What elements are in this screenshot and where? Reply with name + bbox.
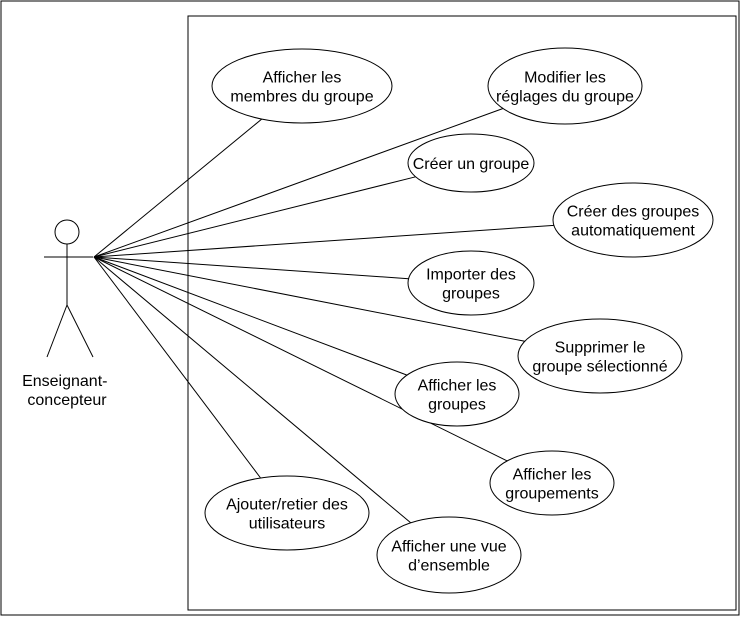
- use-case-label-line: Importer des: [426, 267, 516, 284]
- use-case-label-line: Supprimer le: [555, 340, 646, 357]
- use-case-label: Supprimer le groupe sélectionné: [532, 340, 667, 376]
- stick-figure-actor-icon: [44, 219, 94, 358]
- use-case-label-line: groupe sélectionné: [532, 359, 667, 376]
- use-case-label-line: automatiquement: [571, 223, 695, 240]
- use-case-label-line: réglages du groupe: [496, 89, 634, 106]
- use-case-label-line: Modifier les: [524, 70, 606, 87]
- association-line-modifier-reglages: [93, 108, 504, 258]
- use-case-ellipse: [517, 318, 683, 394]
- association-line-creer-groupe: [93, 176, 416, 258]
- use-case-ellipse: [487, 47, 643, 125]
- use-case-label-line: d’ensemble: [408, 558, 490, 575]
- use-case-label-line: Créer des groupes: [567, 204, 700, 221]
- association-line-creer-auto: [93, 224, 554, 258]
- use-case-label-line: membres du groupe: [230, 89, 373, 106]
- actor-right-leg: [66, 304, 94, 358]
- use-case-ellipse: [211, 48, 393, 124]
- use-case-label: Créer un groupe: [413, 156, 530, 173]
- association-lines: [93, 108, 554, 524]
- use-case-label-line: Afficher les: [513, 467, 592, 484]
- use-case-ellipse: [407, 133, 535, 193]
- use-case-label-line: groupes: [428, 397, 486, 414]
- use-case-modifier-reglages: Modifier les réglages du groupe: [487, 47, 643, 125]
- use-case-creer-groupe: Créer un groupe: [407, 133, 535, 193]
- use-case-label: Ajouter/retier des utilisateurs: [226, 497, 348, 533]
- use-case-label-line: Afficher les: [263, 70, 342, 87]
- actor: Enseignant- concepteur: [22, 219, 112, 409]
- association-line-importer: [93, 256, 409, 280]
- use-case-label: Créer des groupes automatiquement: [567, 204, 700, 240]
- actor-left-leg: [46, 304, 68, 358]
- use-case-ellipse: [394, 361, 520, 427]
- use-case-creer-auto: Créer des groupes automatiquement: [552, 182, 714, 258]
- use-case-label-line: groupes: [442, 286, 500, 303]
- use-case-afficher-groupements: Afficher les groupements: [489, 450, 615, 516]
- use-case-ellipse: [407, 250, 535, 316]
- association-line-afficher-membres: [93, 118, 263, 258]
- use-cases: Afficher les membres du groupe Modifier le…: [204, 47, 714, 594]
- use-case-afficher-groupes: Afficher les groupes: [394, 361, 520, 427]
- use-case-label: Afficher les groupes: [418, 378, 497, 414]
- actor-name-line: concepteur: [27, 392, 107, 409]
- use-case-ellipse: [376, 516, 522, 594]
- use-case-ajouter-retirer: Ajouter/retier des utilisateurs: [204, 475, 370, 551]
- association-line-afficher-groupements: [93, 256, 508, 462]
- association-line-afficher-groupes: [93, 256, 408, 376]
- use-case-label-line: Ajouter/retier des: [226, 497, 348, 514]
- use-case-label: Modifier les réglages du groupe: [496, 70, 634, 106]
- use-case-ellipse: [552, 182, 714, 258]
- use-case-label-line: Afficher les: [418, 378, 497, 395]
- use-case-label: Afficher les groupements: [505, 467, 598, 503]
- use-case-ellipse: [489, 450, 615, 516]
- use-case-ellipse: [204, 475, 370, 551]
- use-case-label: Importer des groupes: [426, 267, 516, 303]
- use-case-label: Afficher une vue d’ensemble: [391, 539, 506, 575]
- use-case-label-line: groupements: [505, 486, 598, 503]
- association-line-supprimer: [93, 256, 525, 342]
- actor-name-line: Enseignant-: [22, 373, 107, 390]
- actor-name: Enseignant- concepteur: [22, 373, 112, 409]
- use-case-label-line: utilisateurs: [249, 516, 325, 533]
- use-case-label-line: Créer un groupe: [413, 156, 530, 173]
- use-case-vue-ensemble: Afficher une vue d’ensemble: [376, 516, 522, 594]
- use-case-supprimer: Supprimer le groupe sélectionné: [517, 318, 683, 394]
- use-case-label-line: Afficher une vue: [391, 539, 506, 556]
- system-boundary: [187, 15, 737, 611]
- association-line-ajouter-retirer: [93, 256, 261, 479]
- use-case-importer: Importer des groupes: [407, 250, 535, 316]
- association-line-vue-ensemble: [93, 256, 412, 524]
- use-case-afficher-membres: Afficher les membres du groupe: [211, 48, 393, 124]
- use-case-label: Afficher les membres du groupe: [230, 70, 373, 106]
